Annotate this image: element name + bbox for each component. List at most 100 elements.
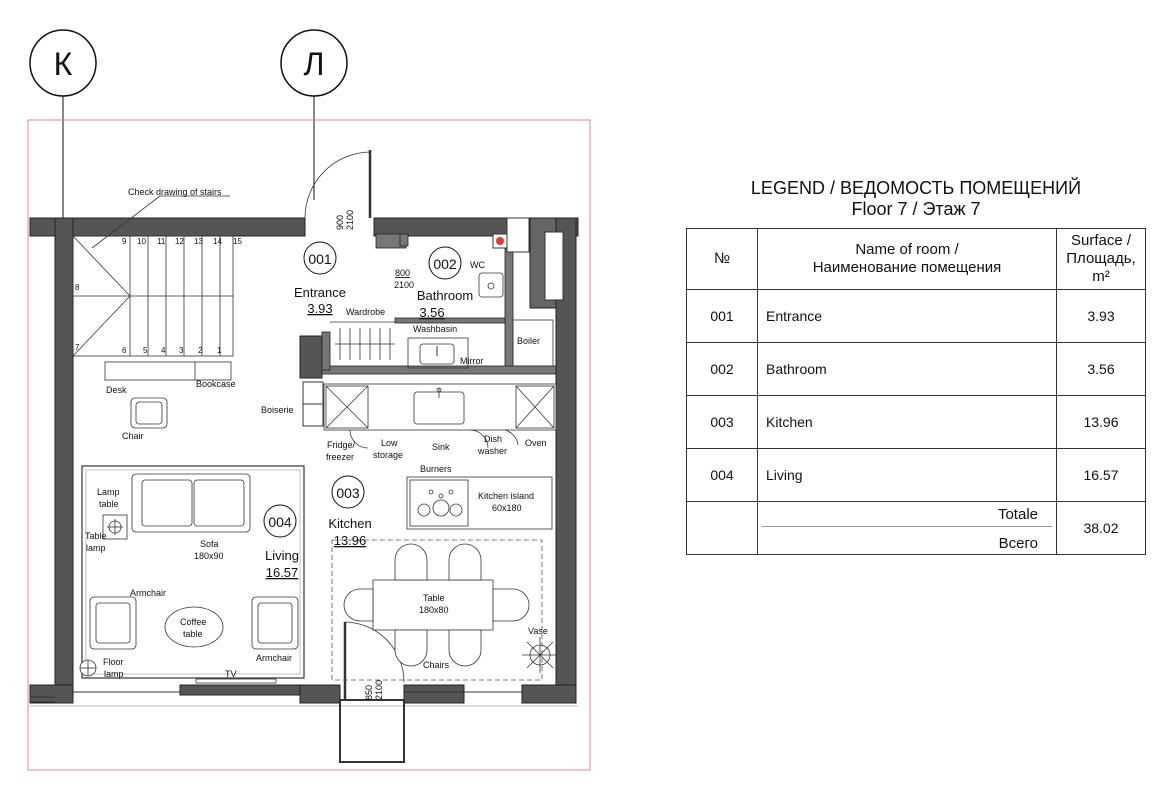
door-entrance-height: 2100 <box>345 210 355 230</box>
vase-label: Vase <box>528 626 548 636</box>
kitchen-counter <box>323 383 557 449</box>
svg-text:1: 1 <box>217 346 222 355</box>
chairs-label: Chairs <box>423 660 450 670</box>
dining-table-label: Table <box>423 593 445 603</box>
wc-fixture <box>478 272 504 298</box>
svg-text:Dish: Dish <box>484 434 502 444</box>
sofa <box>131 473 251 533</box>
floor-lamp-label-1: Floor <box>103 657 124 667</box>
header-num: № <box>686 228 758 290</box>
svg-text:Oven: Oven <box>525 438 547 448</box>
table-lamp-label-2: lamp <box>86 543 106 553</box>
axis-l: Л <box>280 29 348 200</box>
sofa-size: 180x90 <box>194 551 224 561</box>
stairs <box>72 195 234 357</box>
total-value: 38.02 <box>1056 501 1146 555</box>
island-label: Kitchen island <box>478 491 534 501</box>
floor-lamp <box>79 659 97 677</box>
wardrobe-hangers <box>330 321 395 360</box>
svg-text:15: 15 <box>233 237 242 246</box>
axis-k: К <box>29 29 97 240</box>
svg-text:11: 11 <box>157 237 166 246</box>
header-area: Surface / Площадь, m² <box>1056 228 1146 290</box>
svg-text:001: 001 <box>308 251 332 267</box>
wardrobe-label: Wardrobe <box>346 307 385 317</box>
dining-rug <box>331 539 543 681</box>
kitchen-island <box>406 476 553 530</box>
lamp-table-label-1: Lamp <box>97 487 120 497</box>
svg-text:3: 3 <box>179 346 184 355</box>
floor-lamp-label-2: lamp <box>104 669 124 679</box>
total-label-ru: Всего <box>998 535 1038 552</box>
svg-text:3.56: 3.56 <box>419 305 444 320</box>
stair-step-numbers: 9 10 11 12 13 14 15 6 5 4 3 2 1 8 7 <box>75 237 242 355</box>
room-tag-kitchen: 003 Kitchen 13.96 <box>328 475 372 548</box>
desk <box>104 361 232 429</box>
svg-text:Low: Low <box>381 438 398 448</box>
desk-label: Desk <box>106 385 127 395</box>
coffee-table-label-1: Coffee <box>180 617 206 627</box>
svg-text:10: 10 <box>137 237 146 246</box>
svg-text:13: 13 <box>194 237 203 246</box>
svg-text:8: 8 <box>75 283 80 292</box>
legend-title: LEGEND / ВЕДОМОСТЬ ПОМЕЩЕНИЙ <box>750 178 1082 198</box>
boiler-box <box>512 319 554 367</box>
bookcase-label: Bookcase <box>196 379 236 389</box>
svg-text:16.57: 16.57 <box>266 565 299 580</box>
door-living-height: 2100 <box>374 680 384 700</box>
kitchen-counter-labels: Fridge/ freezer Low storage Sink Dish wa… <box>326 434 547 462</box>
room-tag-bathroom: 002 Bathroom 3.56 <box>417 246 473 320</box>
dining-table-size: 180x80 <box>419 605 449 615</box>
legend-subtitle: Floor 7 / Этаж 7 <box>851 199 981 219</box>
svg-text:9: 9 <box>122 237 127 246</box>
sofa-label: Sofa <box>200 539 219 549</box>
room-tag-entrance: 001 Entrance 3.93 <box>294 241 346 316</box>
svg-text:freezer: freezer <box>326 452 354 462</box>
mirror-label: Mirror <box>460 356 484 366</box>
entrance-door <box>304 150 372 219</box>
svg-text:washer: washer <box>477 446 507 456</box>
table-row: 001 Entrance 3.93 <box>686 289 1146 343</box>
svg-text:002: 002 <box>433 256 457 272</box>
door-living-width: 850 <box>364 685 374 700</box>
room-tag-living: 004 Living 16.57 <box>263 504 299 580</box>
door-bath-width: 800 <box>395 268 410 278</box>
burners-label: Burners <box>420 464 452 474</box>
door-entrance-width: 900 <box>335 215 345 230</box>
rooms-table: № Name of room / Наименование помещения … <box>686 228 1146 555</box>
svg-text:4: 4 <box>161 346 166 355</box>
header-name: Name of room / Наименование помещения <box>757 228 1057 290</box>
total-label-en: Totale <box>997 506 1038 523</box>
svg-text:3.93: 3.93 <box>307 301 332 316</box>
svg-text:12: 12 <box>175 237 184 246</box>
armchair-label-1: Armchair <box>130 588 166 598</box>
svg-text:storage: storage <box>373 450 403 460</box>
coffee-table-label-2: table <box>183 629 203 639</box>
washbasin <box>407 337 469 369</box>
svg-text:2: 2 <box>198 346 203 355</box>
table-row: 004 Living 16.57 <box>686 448 1146 502</box>
washbasin-label: Washbasin <box>413 324 457 334</box>
wc-label: WC <box>470 260 485 270</box>
door-bath-height: 2100 <box>394 280 414 290</box>
tv <box>195 678 277 684</box>
svg-text:Bathroom: Bathroom <box>417 288 473 303</box>
svg-text:Kitchen: Kitchen <box>328 516 371 531</box>
table-lamp-label-1: Table <box>85 531 107 541</box>
table-row: 003 Kitchen 13.96 <box>686 395 1146 449</box>
svg-text:5: 5 <box>143 346 148 355</box>
boiserie-label: Boiserie <box>261 405 294 415</box>
stairs-note: Check drawing of stairs <box>128 187 222 197</box>
total-row: Totale Всего 38.02 <box>686 501 1146 555</box>
chair-label: Chair <box>122 431 144 441</box>
svg-text:13.96: 13.96 <box>334 533 367 548</box>
axis-l-label: Л <box>304 46 325 82</box>
svg-text:6: 6 <box>122 346 127 355</box>
boiler-label: Boiler <box>517 336 540 346</box>
armchairs <box>89 596 299 650</box>
floor-plan: К Л <box>27 29 591 771</box>
dining-chairs <box>343 543 530 667</box>
axis-k-label: К <box>54 46 73 82</box>
svg-text:14: 14 <box>213 237 222 246</box>
dining-table <box>372 579 494 631</box>
